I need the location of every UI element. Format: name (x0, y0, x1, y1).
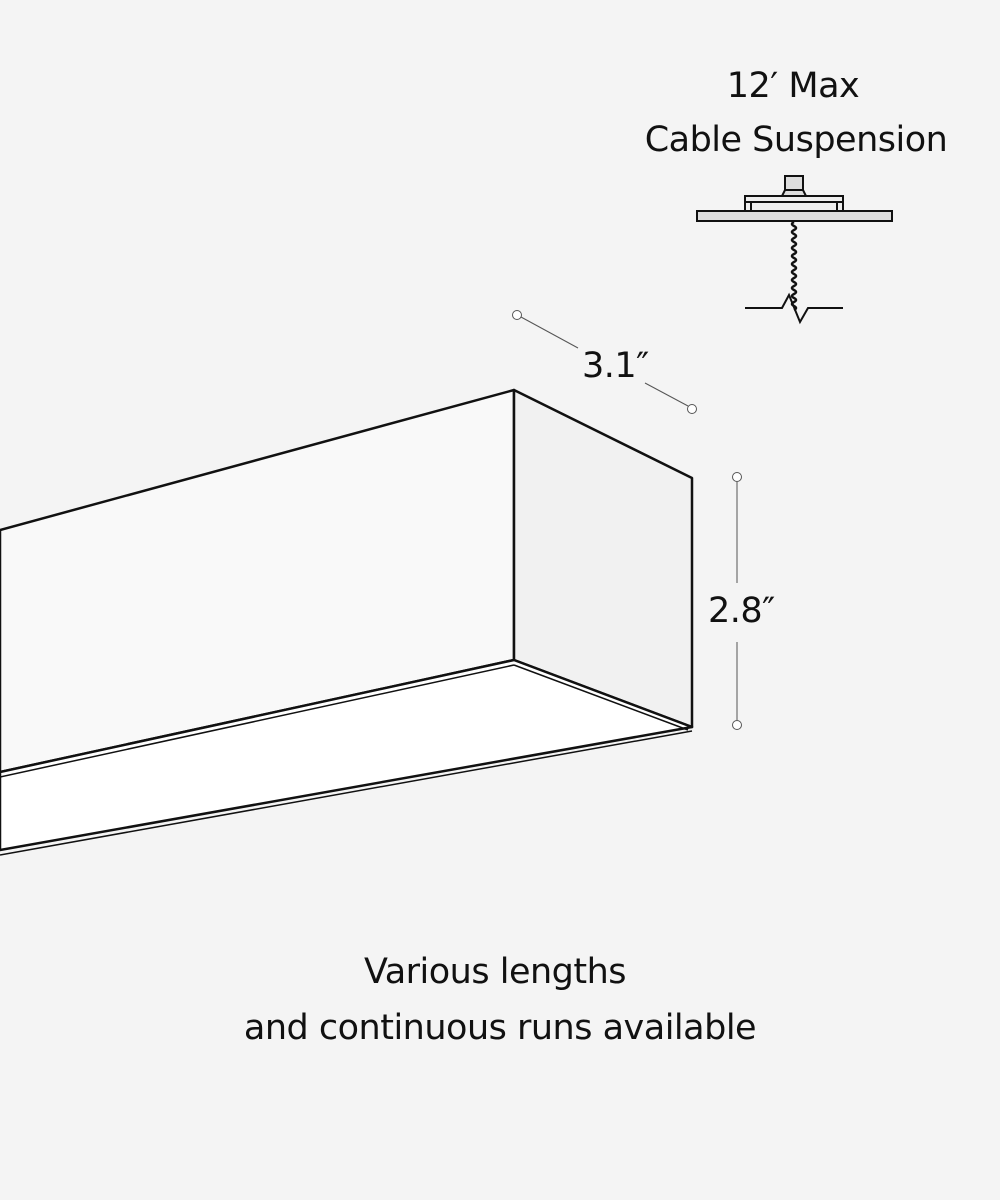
height-dimension-label: 2.8″ (708, 591, 775, 631)
footer-line-1: Various lengths (363, 952, 627, 992)
suspension-type-label: Cable Suspension (644, 120, 948, 160)
footer-line-2: and continuous runs available (243, 1008, 757, 1048)
linear-fixture (0, 388, 694, 856)
width-dimension-line (512, 310, 697, 414)
width-dimension-label: 3.1″ (582, 346, 649, 386)
suspension-length-label: 12′ Max (726, 66, 860, 106)
height-dimension-line (732, 472, 742, 730)
fixture-diffuser-lens (0, 658, 694, 852)
cable-suspension-icon (696, 175, 893, 325)
